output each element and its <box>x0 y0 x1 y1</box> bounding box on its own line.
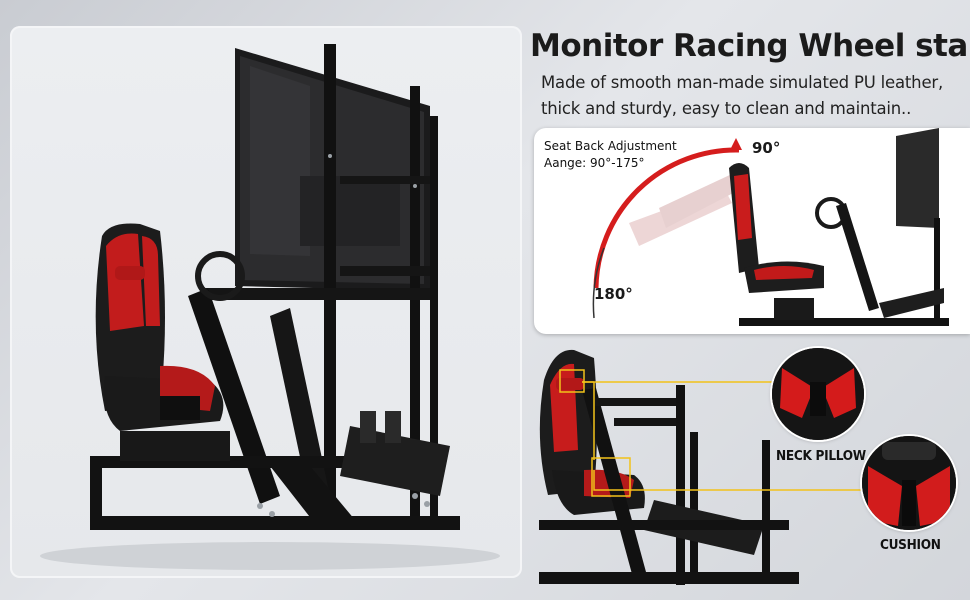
cushion-label: CUSHION <box>880 537 941 553</box>
description-line-2: thick and sturdy, easy to clean and main… <box>541 99 912 118</box>
adjustment-title: Seat Back Adjustment <box>544 139 677 153</box>
detail-seat-illustration <box>539 349 864 585</box>
product-photo-panel <box>10 26 522 578</box>
page-title: Monitor Racing Wheel stand <box>530 28 970 64</box>
racing-seat <box>95 223 224 431</box>
cushion-closeup <box>862 436 956 530</box>
recline-illustration <box>592 128 949 326</box>
adjustment-range: Aange: 90°-175° <box>544 156 645 170</box>
neck-pillow-label: NECK PILLOW <box>776 448 866 464</box>
description-line-1: Made of smooth man-made simulated PU lea… <box>541 73 944 92</box>
angle-90-label: 90° <box>752 139 781 157</box>
seat-back-adjustment-panel: Seat Back Adjustment Aange: 90°-175° 90°… <box>534 128 970 334</box>
feature-description: Made of smooth man-made simulated PU lea… <box>541 70 961 122</box>
neck-pillow-closeup <box>772 348 864 440</box>
seat-back-adjustment-label: Seat Back Adjustment Aange: 90°-175° <box>544 138 677 172</box>
angle-180-label: 180° <box>594 285 633 303</box>
cockpit-illustration <box>40 44 500 570</box>
